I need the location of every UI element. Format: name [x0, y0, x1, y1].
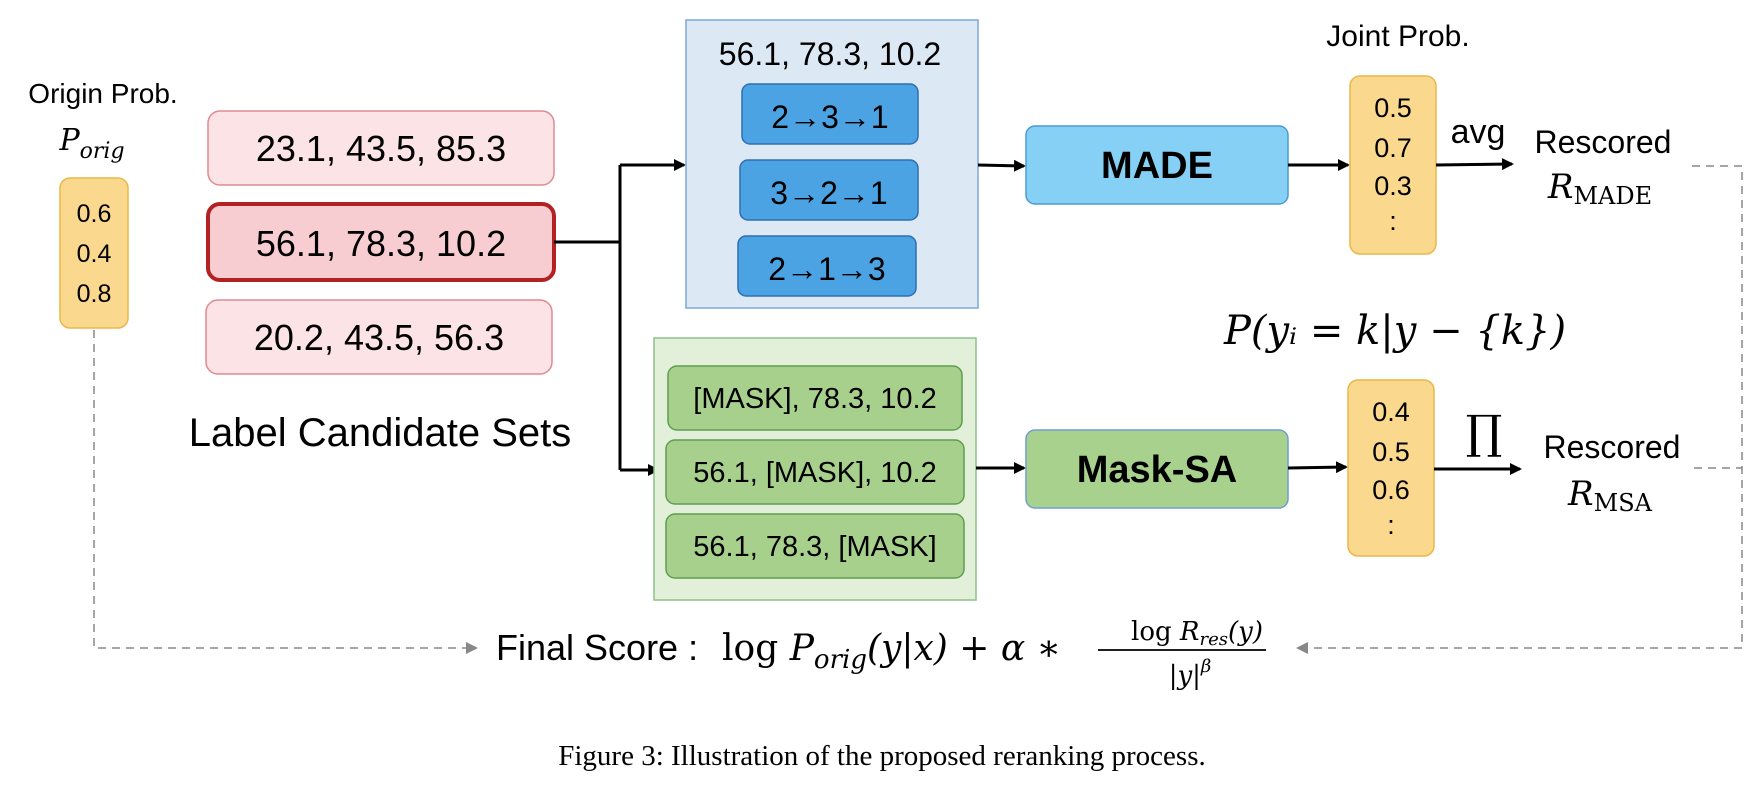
mask-box — [665, 439, 965, 505]
origin-symbol: Porig — [58, 123, 124, 164]
figure-caption: Figure 3: Illustration of the proposed r… — [558, 740, 1206, 772]
dashed-line-origin — [93, 330, 478, 654]
mask-sa-model-box — [1025, 429, 1289, 509]
joint-title: Joint Prob. — [1326, 20, 1469, 53]
candidate-box — [205, 299, 553, 375]
joint-value: 0.3 — [1374, 171, 1412, 201]
conditional-formula: P(yᵢ = k|y − {k}) — [1223, 308, 1566, 354]
arrow-avg — [1435, 158, 1514, 171]
final-score-denominator: |y|β — [1169, 656, 1212, 691]
mask-box — [665, 513, 965, 579]
rescored-msa-symbol: RMSA — [1567, 474, 1653, 517]
candidate-text: 23.1, 43.5, 85.3 — [256, 128, 506, 169]
origin-title: Origin Prob. — [28, 78, 177, 109]
mask-text: 56.1, 78.3, [MASK] — [693, 531, 936, 563]
rescored-made-label: Rescored — [1535, 124, 1672, 160]
origin-value: 0.8 — [77, 280, 112, 308]
avg-label: avg — [1451, 113, 1506, 151]
final-score-expression: log Porig(y|x) + α ∗ — [722, 628, 1061, 675]
joint-value: 0.4 — [1372, 397, 1410, 427]
origin-prob-box — [59, 177, 129, 329]
mask-box — [667, 365, 963, 431]
made-model-label: MADE — [1101, 145, 1213, 187]
arrow-msa-to-joint — [1287, 461, 1348, 474]
order-panel-header: 56.1, 78.3, 10.2 — [719, 36, 941, 72]
order-box — [737, 235, 917, 297]
rescored-msa-label: Rescored — [1544, 429, 1681, 465]
joint-value: 0.6 — [1372, 475, 1410, 505]
candidate-box — [207, 110, 555, 186]
order-text: 2→3→1 — [771, 99, 888, 135]
candidates-caption: Label Candidate Sets — [189, 411, 572, 455]
order-box — [739, 159, 919, 221]
order-text: 2→1→3 — [768, 251, 885, 287]
joint-value: : — [1389, 206, 1397, 236]
origin-value: 0.6 — [77, 200, 112, 228]
order-text: 3→2→1 — [770, 175, 887, 211]
final-score-label: Final Score : — [496, 627, 698, 668]
origin-value: 0.4 — [77, 240, 112, 268]
candidate-text: 20.2, 43.5, 56.3 — [254, 317, 504, 358]
mask-text: [MASK], 78.3, 10.2 — [693, 383, 936, 415]
mask-sa-model-label: Mask-SA — [1077, 449, 1238, 491]
final-score-numerator: log Rres(y) — [1131, 617, 1263, 650]
candidate-text: 56.1, 78.3, 10.2 — [256, 223, 506, 264]
mask-text: 56.1, [MASK], 10.2 — [693, 457, 936, 489]
arrow-to-made — [977, 159, 1026, 172]
dashed-line-made — [1692, 165, 1743, 648]
order-box — [741, 83, 919, 145]
prod-label: ∏ — [1466, 405, 1503, 459]
joint-value: 0.7 — [1374, 133, 1412, 163]
joint-value: 0.5 — [1374, 93, 1412, 123]
joint-value: : — [1387, 510, 1395, 540]
rescored-made-symbol: RMADE — [1547, 167, 1652, 210]
joint-value: 0.5 — [1372, 437, 1410, 467]
